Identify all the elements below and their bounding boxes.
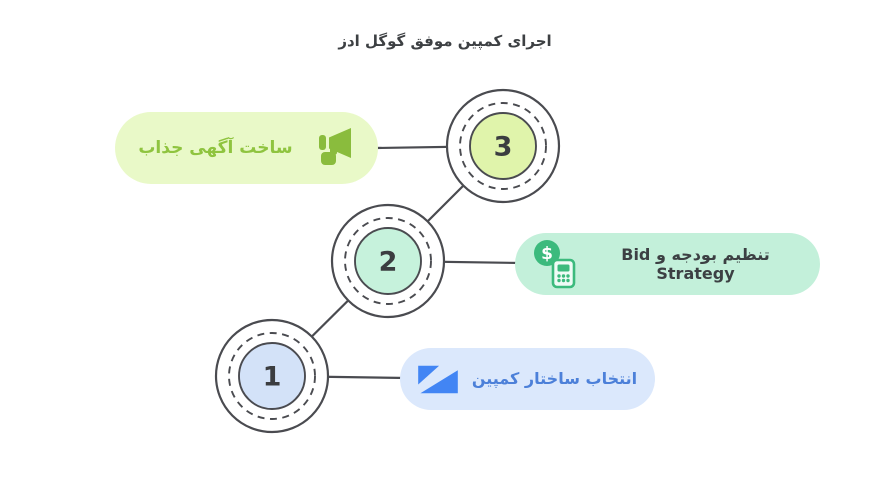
step-1-dashed-ring [228, 332, 316, 420]
step-3-label: ساخت آگهی جذاب [138, 137, 293, 158]
dollar-symbol: $ [541, 244, 553, 264]
step-1-label: انتخاب ساختار کمپین [471, 369, 638, 389]
step-3-number: 3 [494, 132, 513, 163]
step-3-node: 3 [445, 88, 561, 204]
step-2-dashed-ring [344, 217, 432, 305]
step-2-label-pill: $ تنظیم بودجه و Bid Strategy [515, 233, 820, 295]
step-1-label-pill: انتخاب ساختار کمپین [400, 348, 655, 410]
campaign-structure-icon [416, 361, 460, 397]
megaphone-icon [310, 125, 362, 171]
step-2-inner-circle [354, 227, 422, 295]
step-3-label-pill: ساخت آگهی جذاب [115, 112, 378, 184]
step-2-node: 2 [330, 203, 446, 319]
page-title: اجرای کمپین موفق گوگل ادز [338, 32, 552, 50]
step-1-inner-circle [238, 342, 306, 410]
step-2-number: 2 [379, 247, 398, 278]
step-1-node: 1 [214, 318, 330, 434]
step-3-dashed-ring [459, 102, 547, 190]
budget-calculator-icon: $ [531, 239, 577, 289]
step-2-label: تنظیم بودجه و Bid Strategy [621, 244, 770, 283]
step-3-inner-circle [469, 112, 537, 180]
step-1-number: 1 [263, 362, 282, 393]
